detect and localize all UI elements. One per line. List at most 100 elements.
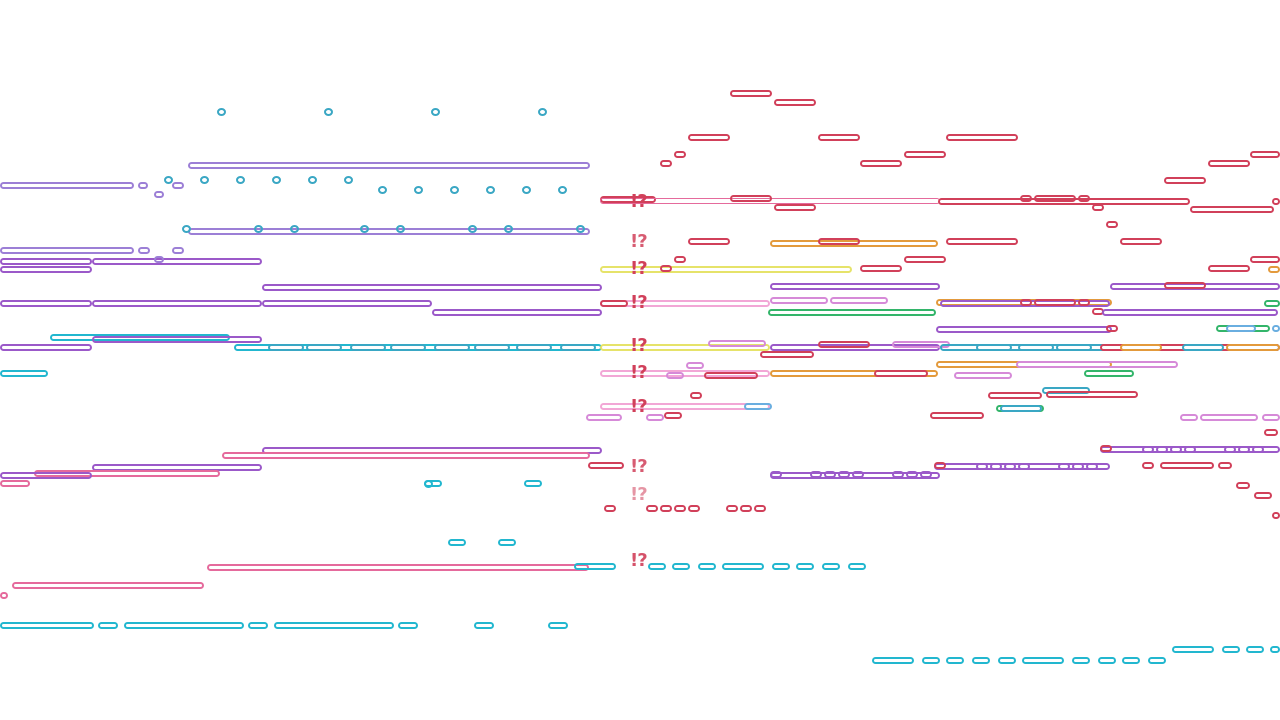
- note-bar: [708, 340, 766, 347]
- note-bar: [474, 344, 510, 351]
- note-bar: [1262, 414, 1280, 421]
- note-bar: [12, 582, 204, 589]
- note-bar: [0, 344, 92, 351]
- note-dot: [538, 108, 547, 116]
- note-dot: [360, 225, 369, 233]
- note-bar: [390, 344, 426, 351]
- note-bar: [852, 471, 864, 478]
- note-dot: [576, 225, 585, 233]
- note-bar: [1046, 391, 1138, 398]
- note-dot: [254, 225, 263, 233]
- note-bar: [690, 392, 702, 399]
- note-bar: [1252, 446, 1264, 453]
- note-bar: [674, 505, 686, 512]
- note-bar: [0, 622, 94, 629]
- note-bar: [740, 505, 752, 512]
- note-bar: [922, 657, 940, 664]
- note-bar: [936, 326, 1112, 333]
- note-bar: [818, 238, 860, 245]
- note-bar: [306, 344, 342, 351]
- note-bar: [1250, 151, 1280, 158]
- note-bar: [1078, 195, 1090, 202]
- note-bar: [600, 266, 852, 273]
- note-bar: [972, 657, 990, 664]
- note-bar: [648, 563, 666, 570]
- note-bar: [688, 238, 730, 245]
- note-dot: [558, 186, 567, 194]
- note-bar: [722, 563, 764, 570]
- note-bar: [1184, 446, 1196, 453]
- note-bar: [988, 392, 1042, 399]
- note-bar: [770, 297, 828, 304]
- note-bar: [904, 256, 946, 263]
- note-bar: [768, 309, 936, 316]
- note-dot: [308, 176, 317, 184]
- note-bar: [248, 622, 268, 629]
- note-bar: [0, 300, 92, 307]
- note-bar: [1236, 482, 1250, 489]
- note-dot: [450, 186, 459, 194]
- note-bar: [600, 370, 770, 377]
- note-bar: [848, 563, 866, 570]
- note-bar: [1218, 462, 1232, 469]
- note-bar: [904, 151, 946, 158]
- note-dot: [200, 176, 209, 184]
- note-bar: [0, 472, 92, 479]
- note-bar: [0, 258, 92, 265]
- marker-glyph: !?: [630, 292, 648, 313]
- note-bar: [1078, 299, 1090, 306]
- note-bar: [674, 151, 686, 158]
- note-bar: [730, 195, 772, 202]
- note-bar: [774, 99, 816, 106]
- note-bar: [1020, 195, 1032, 202]
- note-bar: [516, 344, 552, 351]
- note-bar: [1042, 387, 1090, 394]
- note-bar: [1164, 282, 1206, 289]
- note-bar: [432, 309, 602, 316]
- note-bar: [1016, 361, 1178, 368]
- marker-glyph: !?: [630, 396, 648, 417]
- note-bar: [822, 563, 840, 570]
- note-bar: [946, 134, 1018, 141]
- note-bar: [1122, 657, 1140, 664]
- note-bar: [892, 471, 904, 478]
- note-bar: [0, 247, 134, 254]
- note-bar: [1180, 414, 1198, 421]
- note-bar: [172, 182, 184, 189]
- note-bar: [938, 198, 1190, 205]
- note-bar: [1110, 283, 1280, 290]
- note-bar: [262, 300, 432, 307]
- marker-glyph: !?: [630, 335, 648, 356]
- note-bar: [976, 463, 988, 470]
- note-bar: [818, 341, 870, 348]
- note-bar: [1142, 446, 1154, 453]
- note-bar: [1264, 429, 1278, 436]
- note-bar: [810, 471, 822, 478]
- note-bar: [818, 134, 860, 141]
- note-bar: [1200, 414, 1258, 421]
- note-bar: [1120, 344, 1162, 351]
- note-bar: [1182, 344, 1224, 351]
- note-bar: [954, 372, 1012, 379]
- note-bar: [548, 622, 568, 629]
- note-bar: [1148, 657, 1166, 664]
- note-bar: [574, 563, 616, 570]
- note-bar: [1270, 646, 1280, 653]
- note-bar: [274, 622, 394, 629]
- note-bar: [940, 300, 1110, 307]
- note-bar: [770, 240, 938, 247]
- note-bar: [1190, 206, 1274, 213]
- marker-glyph: !?: [630, 191, 648, 212]
- note-bar: [1034, 299, 1076, 306]
- note-dot: [414, 186, 423, 194]
- note-bar: [1106, 325, 1118, 332]
- note-bar: [448, 539, 466, 546]
- note-bar: [726, 505, 738, 512]
- note-bar: [498, 539, 516, 546]
- note-bar: [1156, 446, 1168, 453]
- note-bar: [604, 505, 616, 512]
- note-bar: [1224, 446, 1236, 453]
- note-bar: [138, 247, 150, 254]
- note-bar: [1000, 405, 1042, 412]
- note-bar: [0, 266, 92, 273]
